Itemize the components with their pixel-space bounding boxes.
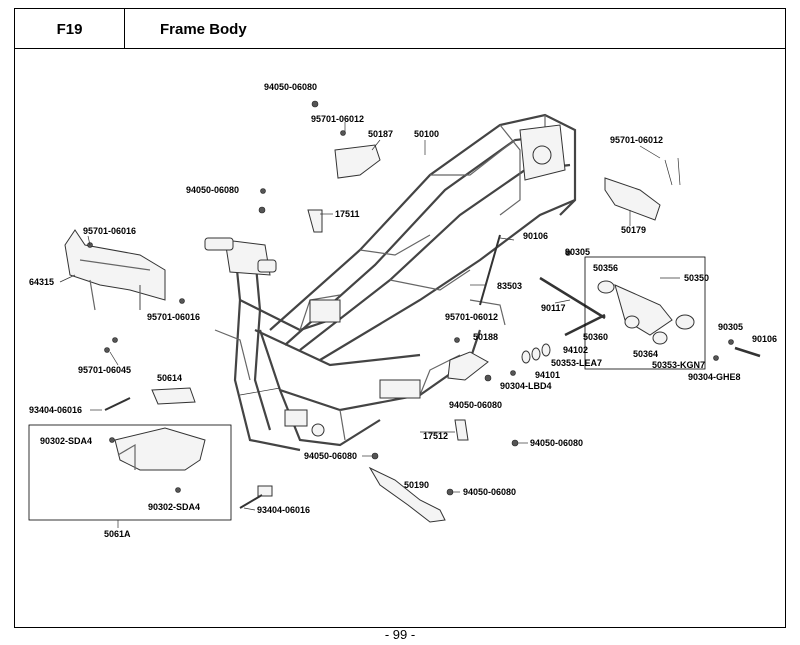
part-label: 50350 — [684, 273, 709, 283]
part-label: 90305 — [565, 247, 590, 257]
part-label: 95701-06012 — [445, 312, 498, 322]
part-label: 50190 — [404, 480, 429, 490]
part-label: 90106 — [523, 231, 548, 241]
part-label: 64315 — [29, 277, 54, 287]
part-label: 50353-KGN7 — [652, 360, 705, 370]
part-label: 17512 — [423, 431, 448, 441]
page-number: - 99 - — [384, 627, 416, 642]
part-label: 94050-06080 — [449, 400, 502, 410]
part-label: 90117 — [541, 303, 566, 313]
part-label: 90305 — [718, 322, 743, 332]
part-label: 90302-SDA4 — [40, 436, 92, 446]
part-label: 95701-06045 — [78, 365, 131, 375]
part-label: 50187 — [368, 129, 393, 139]
diagram-frame — [14, 48, 786, 628]
part-label: 94050-06080 — [463, 487, 516, 497]
part-label: 83503 — [497, 281, 522, 291]
part-label: 50188 — [473, 332, 498, 342]
part-label: 50356 — [593, 263, 618, 273]
part-label: 95701-06016 — [147, 312, 200, 322]
part-label: 50353-LEA7 — [551, 358, 602, 368]
part-label: 90304-GHE8 — [688, 372, 741, 382]
part-label: 94101 — [535, 370, 560, 380]
leader-lines — [59, 122, 680, 528]
part-label: 94102 — [563, 345, 588, 355]
part-label: 90302-SDA4 — [148, 502, 200, 512]
part-label: 50360 — [583, 332, 608, 342]
part-label: 90106 — [752, 334, 777, 344]
part-label: 94050-06080 — [264, 82, 317, 92]
part-label: 94050-06080 — [304, 451, 357, 461]
part-label: 50364 — [633, 349, 658, 359]
part-label: 93404-06016 — [257, 505, 310, 515]
part-labels: 94050-06080 95701-06012 50187 50100 9570… — [29, 82, 777, 539]
part-label: 50179 — [621, 225, 646, 235]
part-label: 94050-06080 — [530, 438, 583, 448]
part-label: 95701-06016 — [83, 226, 136, 236]
part-label: 93404-06016 — [29, 405, 82, 415]
component-drawings — [28, 144, 761, 523]
main-frame-drawing — [204, 113, 577, 452]
header: F19 Frame Body — [14, 8, 786, 49]
part-label: 17511 — [335, 209, 360, 219]
fastener-markers — [87, 100, 734, 496]
part-label: 95701-06012 — [610, 135, 663, 145]
part-label: 50100 — [414, 129, 439, 139]
part-label: 90304-LBD4 — [500, 381, 552, 391]
part-label: 5061A — [104, 529, 131, 539]
part-label: 94050-06080 — [186, 185, 239, 195]
section-title: Frame Body — [160, 20, 247, 38]
section-code: F19 — [15, 9, 125, 49]
part-label: 50614 — [157, 373, 182, 383]
part-label: 95701-06012 — [311, 114, 364, 124]
